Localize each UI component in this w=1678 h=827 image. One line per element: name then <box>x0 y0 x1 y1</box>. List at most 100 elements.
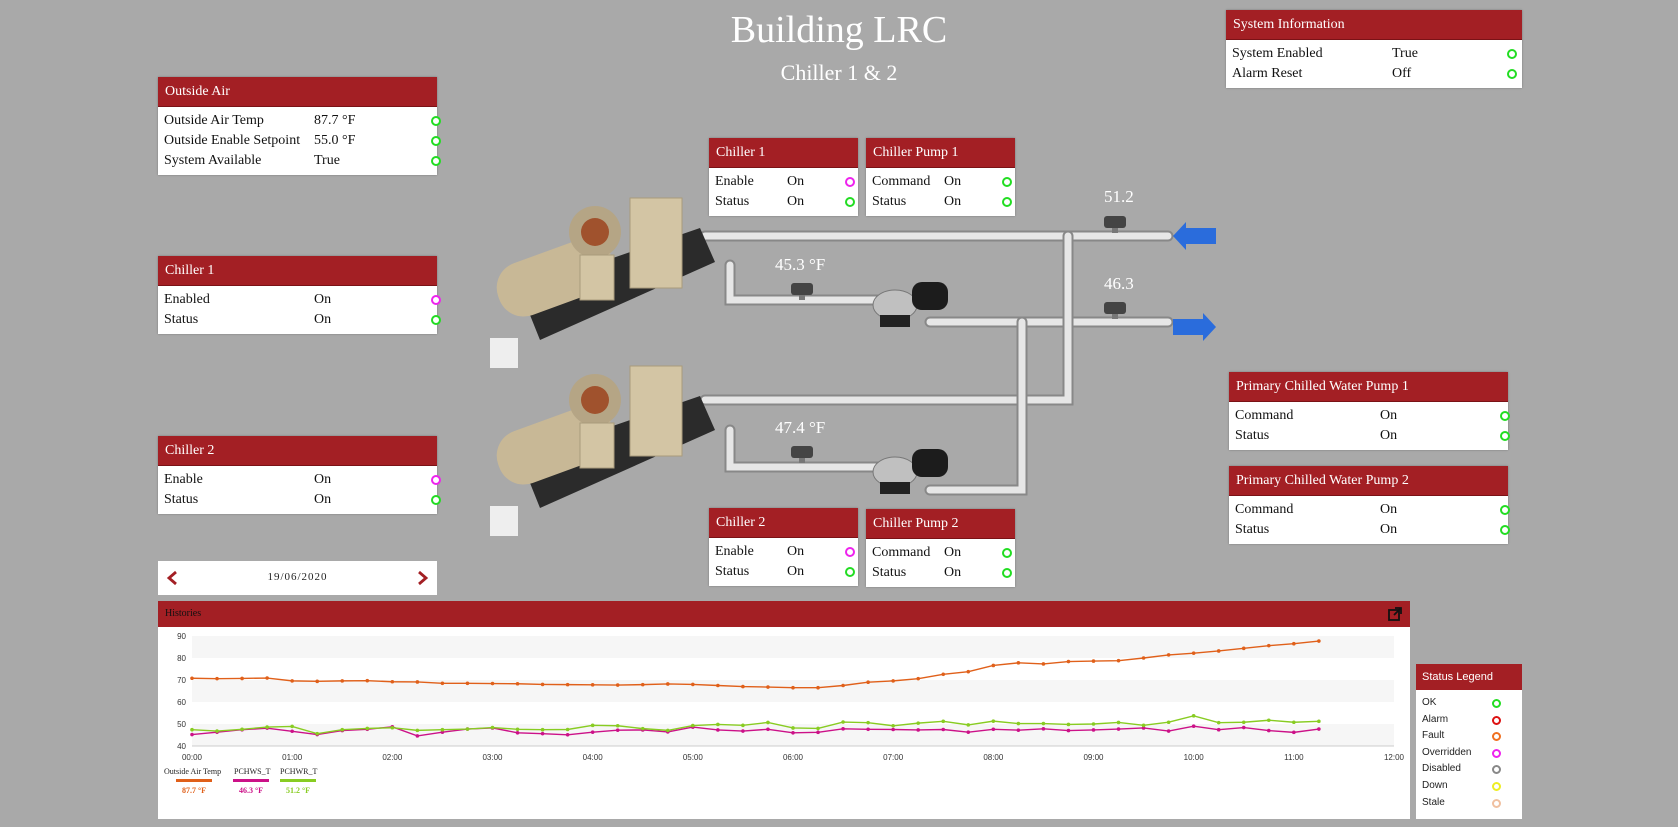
series-current-value: 46.3 °F <box>239 786 263 795</box>
status-indicator-icon <box>1500 505 1510 515</box>
series-point-2 <box>816 726 820 731</box>
previous-day-button[interactable] <box>164 569 182 587</box>
row-value[interactable]: On <box>944 174 962 189</box>
row-value[interactable]: On <box>787 544 805 559</box>
series-point-1 <box>1041 727 1046 731</box>
row-value[interactable]: On <box>944 545 962 560</box>
x-tick-label: 11:00 <box>1284 753 1304 762</box>
status-row: Outside Air Temp 87.7 °F <box>164 111 441 131</box>
series-point-0 <box>1317 639 1321 643</box>
series-point-1 <box>741 729 745 733</box>
series-line-0 <box>191 640 1319 689</box>
open-external-icon[interactable] <box>1388 607 1402 621</box>
row-value[interactable]: 55.0 °F <box>314 133 356 148</box>
series-point-2 <box>1066 722 1071 727</box>
legend-status-icon <box>1492 765 1501 775</box>
row-value[interactable]: On <box>787 174 805 189</box>
status-indicator-icon <box>431 116 441 126</box>
row-label: System Available <box>164 153 262 168</box>
row-value[interactable]: On <box>314 312 332 327</box>
row-label: Outside Enable Setpoint <box>164 133 301 148</box>
return-flow-arrow-icon <box>1173 222 1216 250</box>
row-value[interactable]: True <box>1392 46 1418 61</box>
series-point-0 <box>1141 656 1146 660</box>
row-value[interactable]: On <box>1380 502 1398 517</box>
series-point-2 <box>240 727 244 732</box>
series-point-0 <box>565 682 570 687</box>
row-value[interactable]: On <box>1380 522 1398 537</box>
status-row: Status On <box>715 562 855 582</box>
series-point-2 <box>1241 720 1246 725</box>
series-legend-swatch <box>280 779 316 782</box>
series-point-0 <box>340 679 345 683</box>
series-point-2 <box>1041 721 1046 726</box>
series-legend-name: PCHWS_T <box>234 767 271 776</box>
legend-status-icon <box>1492 748 1501 758</box>
row-label: Outside Air Temp <box>164 113 264 128</box>
series-point-0 <box>465 681 470 686</box>
next-day-button[interactable] <box>413 569 431 587</box>
series-point-1 <box>991 727 996 732</box>
series-point-0 <box>390 679 395 684</box>
row-value[interactable]: On <box>944 194 962 209</box>
chiller-1-unit <box>490 197 715 368</box>
series-point-0 <box>766 685 770 689</box>
series-point-0 <box>540 682 545 687</box>
status-indicator-icon <box>431 295 441 305</box>
row-label: Command <box>1235 408 1294 423</box>
series-point-2 <box>1166 720 1171 725</box>
series-point-2 <box>1116 720 1121 725</box>
x-tick-label: 12:00 <box>1384 753 1405 762</box>
panel-title: System Information <box>1226 10 1522 40</box>
series-point-2 <box>966 723 971 727</box>
row-value[interactable]: On <box>944 565 962 580</box>
series-point-0 <box>791 685 795 690</box>
row-value[interactable]: On <box>787 194 805 209</box>
status-indicator-icon <box>1500 411 1510 421</box>
row-value[interactable]: Off <box>1392 66 1412 81</box>
status-indicator-icon <box>1500 431 1510 441</box>
row-value[interactable]: On <box>314 492 332 507</box>
row-value[interactable]: On <box>314 472 332 487</box>
series-point-0 <box>1292 641 1296 646</box>
series-point-2 <box>265 725 269 729</box>
status-indicator-icon <box>431 475 441 485</box>
x-tick-label: 03:00 <box>482 753 503 762</box>
series-point-1 <box>515 731 520 735</box>
series-point-0 <box>891 679 895 683</box>
row-value[interactable]: 87.7 °F <box>314 113 356 128</box>
row-value[interactable]: On <box>787 564 805 579</box>
series-point-1 <box>190 732 194 737</box>
current-date: 19/06/2020 <box>267 571 328 583</box>
series-point-1 <box>816 730 820 735</box>
series-point-0 <box>665 682 670 686</box>
row-label: Status <box>715 564 750 579</box>
x-tick-label: 05:00 <box>683 753 704 762</box>
chiller-2-unit <box>490 365 715 536</box>
row-value[interactable]: True <box>314 153 340 168</box>
temperature-sensor-2 <box>791 446 813 463</box>
series-point-0 <box>716 683 720 688</box>
series-point-2 <box>515 727 520 732</box>
row-value[interactable]: On <box>1380 408 1398 423</box>
row-value[interactable]: On <box>314 292 332 307</box>
status-indicator-icon <box>431 136 441 146</box>
series-point-2 <box>1317 719 1321 724</box>
series-point-0 <box>515 681 520 686</box>
panel-title: Chiller Pump 1 <box>866 138 1015 168</box>
status-indicator-icon <box>1002 568 1012 578</box>
row-value[interactable]: On <box>1380 428 1398 443</box>
row-label: Status <box>164 312 199 327</box>
series-point-2 <box>215 729 219 733</box>
series-point-1 <box>841 727 845 731</box>
series-point-2 <box>691 723 695 728</box>
series-point-1 <box>590 730 595 734</box>
series-point-0 <box>1216 649 1221 653</box>
status-legend-title: Status Legend <box>1416 664 1522 690</box>
